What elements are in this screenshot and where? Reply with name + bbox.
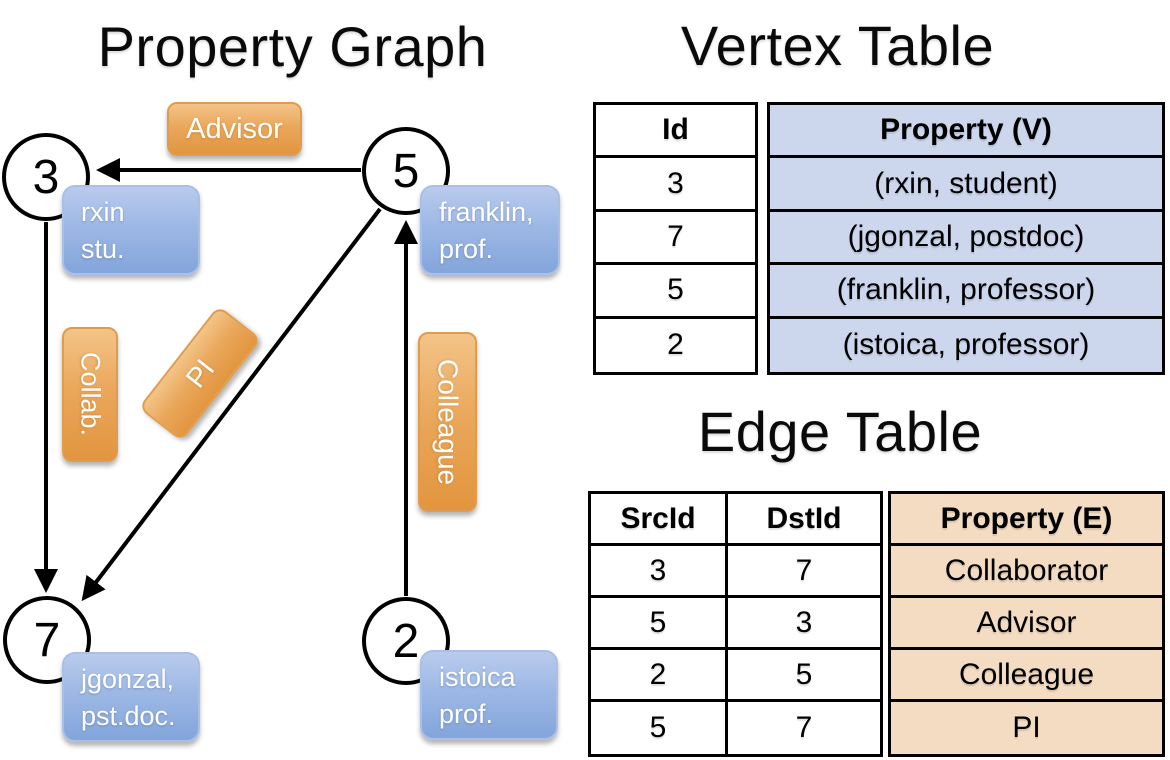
edge-table-property-column: Property (E) Collaborator Advisor Collea… (888, 491, 1165, 757)
edge-table-dstid-cell: 3 (728, 598, 880, 650)
vertex-property-line: prof. (439, 234, 494, 264)
edge-table-header-srcid: SrcId (591, 494, 728, 546)
vertex-table-header-id: Id (596, 105, 755, 159)
edge-label: PI (179, 353, 220, 394)
vertex-property-box-istoica: istoica prof. (420, 650, 558, 740)
vertex-property-line: prof. (439, 699, 494, 729)
vertex-property-box-rxin: rxin stu. (62, 185, 200, 275)
node-id-label: 5 (392, 144, 420, 198)
edge-table-property-cell: Colleague (891, 650, 1162, 702)
vertex-property-line: jgonzal, (81, 664, 175, 694)
vertex-table-property-column: Property (V) (rxin, student) (jgonzal, p… (767, 102, 1165, 375)
edge-table-srcid-cell: 3 (591, 546, 728, 598)
edge-label-box-colleague: Colleague (418, 332, 477, 512)
edge-label: Advisor (186, 112, 283, 145)
vertex-property-line: stu. (81, 234, 125, 264)
graph-node-2: 2 (362, 597, 450, 685)
edge-table-id-columns: SrcId DstId 3 7 5 3 2 5 5 7 (588, 491, 883, 757)
edge-label-box-collab: Collab. (62, 327, 118, 462)
edge-table-dstid-cell: 7 (795, 711, 813, 744)
vertex-table-id-cell: 5 (596, 265, 755, 319)
vertex-table-id-cell: 3 (596, 158, 755, 212)
node-id-label: 2 (392, 614, 420, 668)
vertex-table-header-property: Property (V) (770, 105, 1162, 159)
edge-label: Colleague (432, 358, 464, 486)
edge-table-srcid-cell: 2 (591, 650, 728, 702)
node-id-label: 7 (33, 613, 61, 667)
graph-edges-canvas (34, 158, 418, 602)
graph-node-5: 5 (362, 127, 450, 215)
vertex-property-line: istoica (439, 662, 516, 692)
vertex-property-box-franklin: franklin, prof. (420, 185, 560, 275)
vertex-table-property-cell: (jgonzal, postdoc) (770, 212, 1162, 266)
vertex-table-property-cell: (istoica, professor) (842, 328, 1090, 362)
edge-table-srcid-cell: 5 (591, 598, 728, 650)
edge-table-header-dstid: DstId (728, 494, 880, 546)
node-id-label: 3 (32, 150, 60, 204)
property-graph-title: Property Graph (97, 15, 488, 78)
vertex-property-line: rxin (81, 197, 125, 227)
edge-table-title: Edge Table (697, 400, 983, 463)
vertex-table-id-cell: 7 (596, 212, 755, 266)
vertex-table-id-column: Id 3 7 5 2 (593, 102, 758, 375)
edge-table-property-cell: Collaborator (891, 546, 1162, 598)
edge-table-srcid-cell: 5 (591, 702, 728, 754)
edge-table-property-cell: Advisor (891, 598, 1162, 650)
edge-label: Collab. (75, 352, 106, 437)
edge-table-dstid-cell: 5 (728, 650, 880, 702)
vertex-table-property-cell: (franklin, professor) (770, 265, 1162, 319)
vertex-property-line: franklin, (439, 197, 534, 227)
edge-table-header-property: Property (E) (891, 494, 1162, 546)
vertex-property-box-jgonzal: jgonzal, pst.doc. (62, 652, 200, 742)
edge-table-property-cell: PI (1012, 711, 1041, 744)
vertex-table-id-cell: 2 (667, 328, 684, 362)
vertex-table-title: Vertex Table (680, 14, 995, 77)
vertex-property-line: pst.doc. (81, 701, 176, 731)
edge-label-box-advisor: Advisor (167, 102, 302, 156)
edge-table-dstid-cell: 7 (728, 546, 880, 598)
edge-arrow-5-to-7 (81, 207, 382, 602)
vertex-table-property-cell: (rxin, student) (770, 158, 1162, 212)
